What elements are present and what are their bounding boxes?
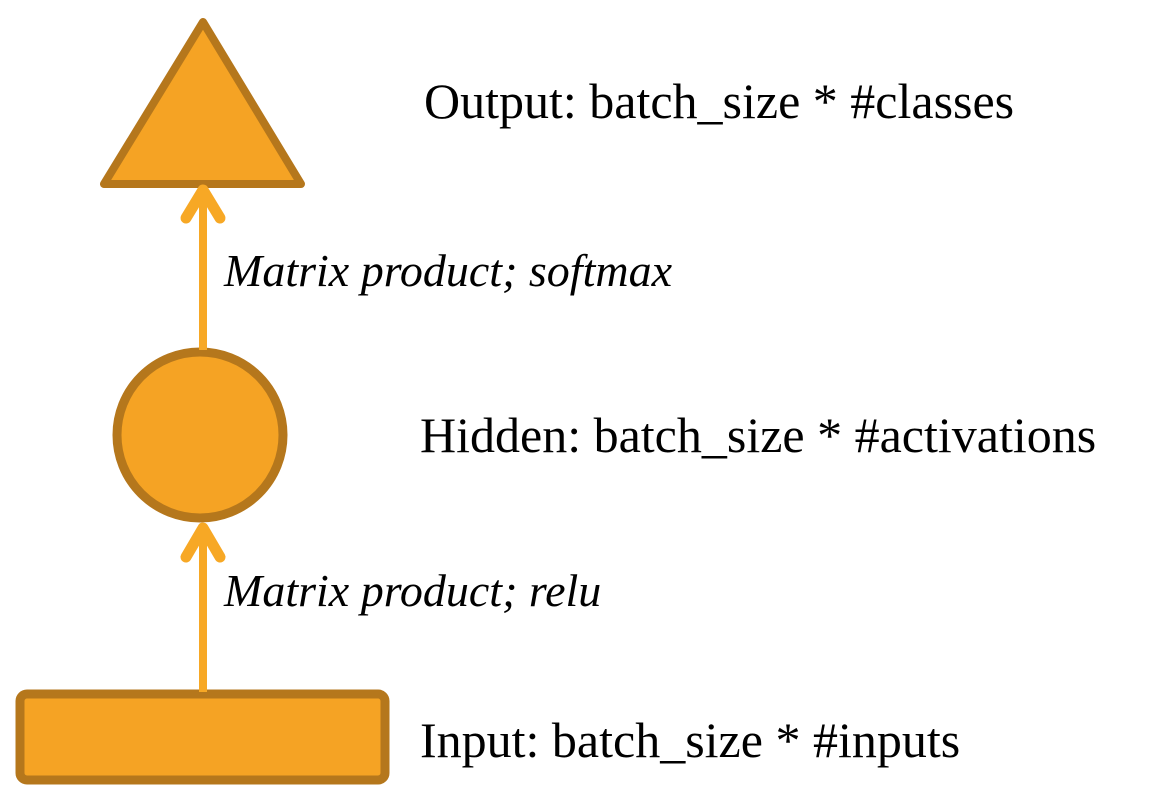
- output-triangle-shape: [100, 18, 305, 188]
- hidden-circle-shape: [112, 347, 288, 523]
- output-node-label: Output: batch_size * #classes: [424, 73, 1015, 129]
- input-node-label: Input: batch_size * #inputs: [420, 712, 961, 768]
- arrowhead-up-icon: [180, 184, 226, 224]
- edge-label-softmax: Matrix product; softmax: [224, 245, 673, 296]
- arrow-input-to-hidden: [180, 522, 226, 692]
- arrow-hidden-to-output: [180, 184, 226, 350]
- arrowhead-up-icon: [180, 522, 226, 563]
- edge-label-relu: Matrix product; relu: [224, 565, 602, 616]
- input-rectangle-shape: [15, 689, 390, 785]
- hidden-node-label: Hidden: batch_size * #activations: [420, 407, 1097, 463]
